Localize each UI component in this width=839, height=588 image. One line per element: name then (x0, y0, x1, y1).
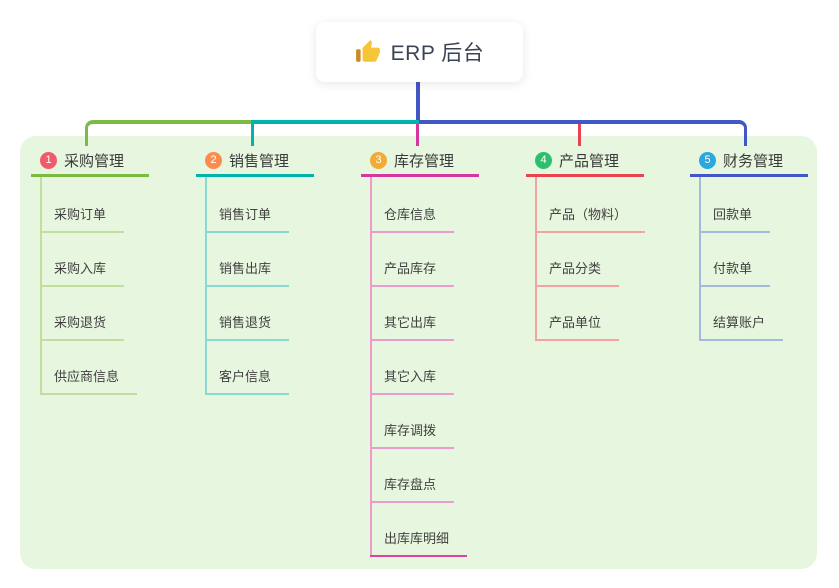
child-node[interactable]: 销售出库 (205, 260, 290, 287)
child-node[interactable]: 产品分类 (535, 260, 620, 287)
branch-node-product[interactable]: 4 产品管理 (526, 146, 644, 177)
child-node[interactable]: 销售退货 (205, 314, 290, 341)
child-node[interactable]: 付款单 (699, 260, 771, 287)
connector-drop-inventory (416, 124, 419, 146)
child-node[interactable]: 其它入库 (370, 368, 455, 395)
branch-node-purchase[interactable]: 1 采购管理 (31, 146, 149, 177)
connector-bus-sales (251, 120, 419, 146)
branch-label: 采购管理 (64, 152, 125, 170)
thumbs-up-icon (355, 39, 381, 65)
branch-node-sales[interactable]: 2 销售管理 (196, 146, 314, 177)
root-node-title: ERP 后台 (390, 42, 485, 65)
child-node[interactable]: 产品单位 (535, 314, 620, 341)
connector-trunk (416, 82, 420, 122)
child-node[interactable]: 回款单 (699, 206, 771, 233)
child-node[interactable]: 供应商信息 (40, 368, 138, 395)
child-node[interactable]: 采购退货 (40, 314, 125, 341)
child-node[interactable]: 产品库存 (370, 260, 455, 287)
child-node[interactable]: 采购入库 (40, 260, 125, 287)
child-node[interactable]: 出库库明细 (370, 530, 468, 557)
badge-2: 2 (205, 151, 222, 169)
child-node[interactable]: 客户信息 (205, 368, 290, 395)
badge-4: 4 (535, 151, 552, 169)
branch-spine (699, 177, 701, 341)
connector-drop-product (578, 124, 581, 146)
branches-panel (20, 136, 817, 569)
child-node[interactable]: 采购订单 (40, 206, 125, 233)
root-node-erp[interactable]: ERP 后台 (316, 22, 523, 82)
branch-node-finance[interactable]: 5 财务管理 (690, 146, 808, 177)
badge-1: 1 (40, 151, 57, 169)
child-node[interactable]: 产品（物料） (535, 206, 646, 233)
child-node[interactable]: 库存调拨 (370, 422, 455, 449)
branch-spine (535, 177, 537, 341)
connector-bus-finance (419, 120, 747, 146)
branch-spine (370, 177, 372, 557)
branch-node-inventory[interactable]: 3 库存管理 (361, 146, 479, 177)
branch-label: 产品管理 (559, 152, 620, 170)
branch-label: 销售管理 (229, 152, 290, 170)
child-node[interactable]: 库存盘点 (370, 476, 455, 503)
badge-3: 3 (370, 151, 387, 169)
branch-label: 财务管理 (723, 152, 784, 170)
connector-bus-purchase (85, 120, 251, 146)
badge-5: 5 (699, 151, 716, 169)
branch-label: 库存管理 (394, 152, 455, 170)
child-node[interactable]: 结算账户 (699, 314, 784, 341)
child-node[interactable]: 销售订单 (205, 206, 290, 233)
child-node[interactable]: 仓库信息 (370, 206, 455, 233)
child-node[interactable]: 其它出库 (370, 314, 455, 341)
